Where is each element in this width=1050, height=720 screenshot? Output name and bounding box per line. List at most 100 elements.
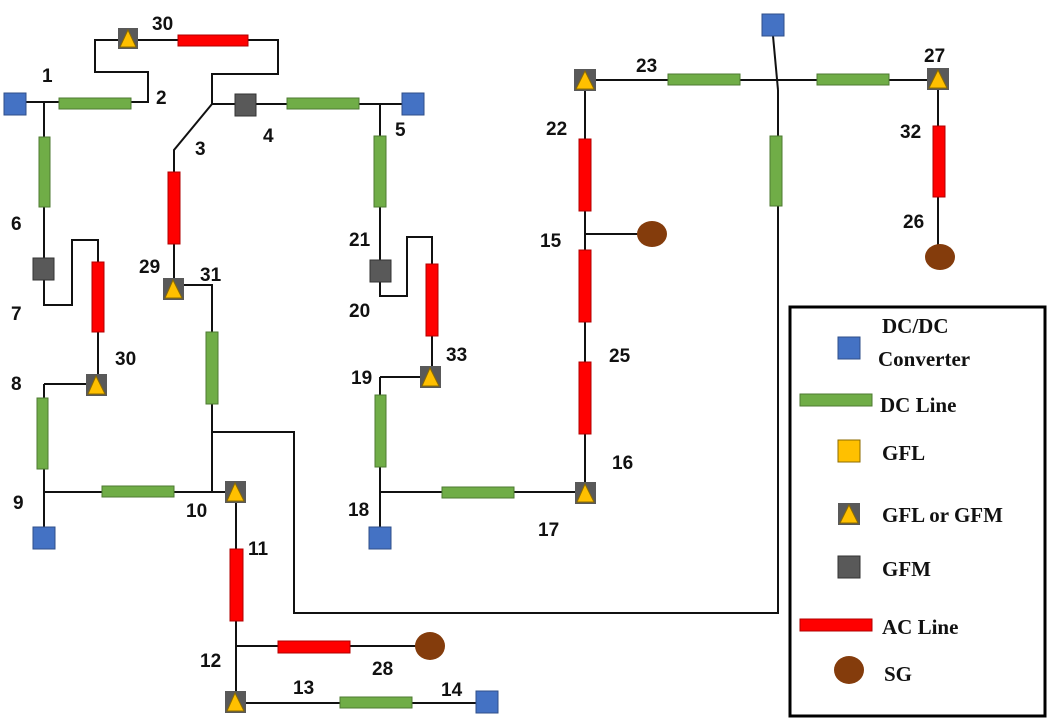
ac-line-25-16 — [578, 361, 592, 435]
ac-line-30-top — [177, 34, 249, 47]
bus-label-30-top: 30 — [152, 14, 173, 35]
dc-lines — [36, 73, 890, 709]
bus-label-8: 8 — [11, 374, 22, 395]
bus-label-15: 15 — [540, 231, 562, 252]
bus-label-1: 1 — [42, 66, 53, 87]
legend-gfl-or-gfm-icon — [838, 503, 860, 525]
gfm-bus-6-7 — [32, 257, 55, 281]
gfl-gfm-bus-16-17 — [575, 482, 596, 504]
legend-sg-icon — [834, 656, 864, 684]
dc-line-9-10 — [101, 485, 175, 498]
bus-label-22: 22 — [546, 119, 567, 140]
ac-line-27-26 — [932, 125, 946, 198]
dc-line-19-18 — [374, 394, 387, 468]
bus-label-31: 31 — [200, 265, 222, 286]
wire-30-4 — [128, 39, 279, 105]
dc-line-31-10 — [205, 331, 219, 405]
bus-label-14: 14 — [441, 680, 463, 701]
ac-line-7-30 — [91, 261, 105, 333]
sg-units — [415, 221, 955, 660]
dc-line-1-6 — [38, 136, 51, 208]
bus-label-13: 13 — [293, 678, 314, 699]
gfl-gfm-bus-27 — [927, 68, 949, 90]
legend-ac-line-icon — [799, 618, 873, 632]
sg-bus-15 — [637, 221, 667, 247]
gfm-units — [32, 93, 392, 283]
gfl-or-gfm-units — [86, 28, 949, 713]
gfm-bus-4 — [234, 93, 257, 117]
wire-long-23 — [212, 90, 779, 614]
ac-lines — [91, 34, 946, 654]
legend-dc-line-label: DC Line — [880, 393, 956, 417]
bus-label-4: 4 — [263, 126, 274, 147]
gfl-gfm-bus-33 — [420, 366, 441, 388]
wire-31-10 — [174, 284, 236, 493]
gfl-gfm-bus-30-top — [118, 28, 138, 49]
legend-sg-label: SG — [884, 662, 912, 686]
bus-label-33: 33 — [446, 345, 467, 366]
bus-label-2: 2 — [156, 88, 167, 109]
gfl-gfm-bus-30 — [86, 374, 107, 396]
dc-line-8-9 — [36, 397, 49, 470]
ac-line-3-29 — [167, 171, 181, 245]
bus-label-3: 3 — [195, 139, 206, 160]
bus-label-9: 9 — [13, 493, 24, 514]
gfl-gfm-bus-13 — [225, 691, 246, 713]
converter-bus-23 — [761, 13, 785, 37]
gfl-gfm-bus-10 — [225, 481, 246, 503]
bus-label-10: 10 — [186, 501, 207, 522]
dc-line-4-5 — [286, 97, 360, 110]
legend-dc-line-icon — [799, 393, 873, 407]
converter-bus-5 — [401, 92, 425, 116]
dc-line-22-23 — [667, 73, 741, 86]
sg-bus-26 — [925, 244, 955, 270]
legend-gfl-or-gfm-label: GFL or GFM — [882, 503, 1003, 527]
bus-label-32: 32 — [900, 122, 921, 143]
sg-bus-28 — [415, 632, 445, 660]
ac-line-12-28 — [277, 640, 351, 654]
bus-label-28: 28 — [372, 659, 393, 680]
bus-label-21: 21 — [349, 230, 371, 251]
ac-line-10-12 — [229, 548, 244, 622]
converter-bus-18 — [368, 526, 392, 550]
dc-dc-converters — [3, 13, 785, 714]
bus-label-26: 26 — [903, 212, 924, 233]
bus-label-17: 17 — [538, 520, 559, 541]
legend-dc-dc-converter-label-1: DC/DC — [882, 314, 949, 338]
converter-bus-1 — [3, 92, 27, 116]
gfl-gfm-bus-22 — [574, 69, 596, 91]
bus-label-5: 5 — [395, 120, 406, 141]
ac-line-15-25 — [578, 249, 592, 323]
legend-dc-dc-converter-label-2: Converter — [878, 347, 970, 371]
legend: DC/DC Converter DC Line GFL GFL or GFM G… — [788, 305, 1047, 718]
bus-label-18: 18 — [348, 500, 369, 521]
bus-label-25: 25 — [609, 346, 631, 367]
dc-line-1-2 — [58, 97, 132, 110]
ac-line-20-33 — [425, 263, 439, 337]
bus-label-11: 11 — [248, 539, 269, 560]
legend-ac-line-label: AC Line — [882, 615, 958, 639]
dc-line-13-14 — [339, 696, 413, 709]
dc-line-23-vertical — [769, 135, 783, 207]
gfl-gfm-bus-29 — [163, 278, 184, 300]
legend-box — [788, 305, 1047, 718]
ac-line-22-15 — [578, 138, 592, 212]
converter-bus-14 — [475, 690, 499, 714]
legend-gfm-icon — [837, 555, 861, 579]
bus-labels: 1 2 3 4 5 6 7 8 9 10 11 12 13 14 15 16 1… — [11, 14, 945, 701]
bus-label-20: 20 — [349, 301, 370, 322]
legend-gfl-label: GFL — [882, 441, 925, 465]
bus-label-30: 30 — [115, 349, 136, 370]
legend-gfm-label: GFM — [882, 557, 931, 581]
dc-line-18-17 — [441, 486, 515, 499]
converter-bus-9 — [32, 526, 56, 550]
bus-label-19: 19 — [351, 368, 372, 389]
bus-label-29: 29 — [139, 257, 160, 278]
bus-label-6: 6 — [11, 214, 22, 235]
legend-gfl-icon — [837, 439, 861, 463]
legend-dc-dc-converter-icon — [837, 336, 861, 360]
dc-line-23-27 — [816, 73, 890, 86]
gfm-bus-20-21 — [369, 259, 392, 283]
wire-20-33 — [379, 236, 433, 377]
